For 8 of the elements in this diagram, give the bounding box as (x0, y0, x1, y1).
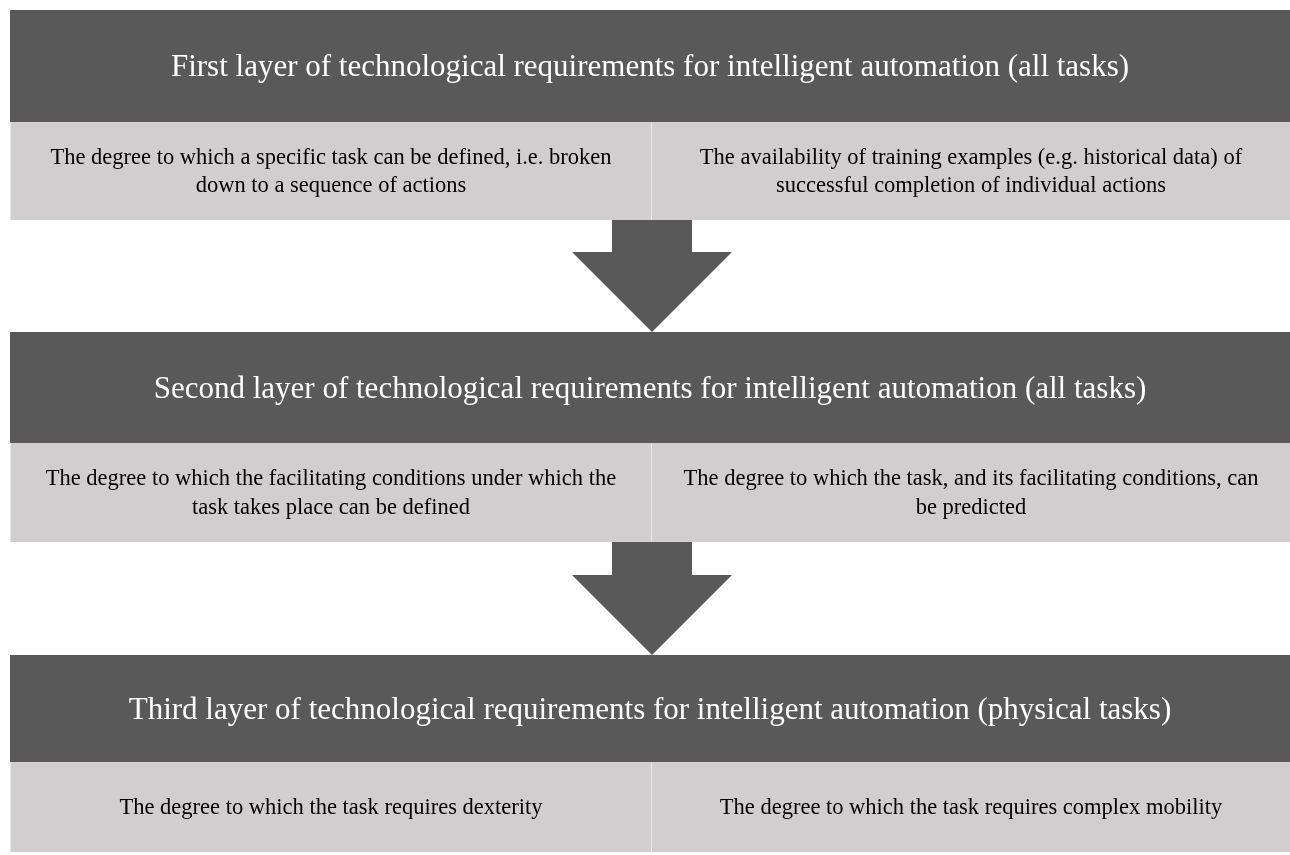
layer-panel (10, 10, 1290, 220)
layer-heading: First layer of technological requirements for intelligent automation (all tasks) (10, 10, 1290, 122)
layer-heading: Third layer of technological requirements for intelligent automation (physical tasks) (10, 655, 1290, 762)
block-arrow (572, 220, 732, 332)
layer-panel (10, 655, 1290, 852)
layer-panel (10, 332, 1290, 542)
block-arrow (572, 542, 732, 655)
layer-heading: Second layer of technological requirements for intelligent automation (all tasks) (10, 332, 1290, 443)
